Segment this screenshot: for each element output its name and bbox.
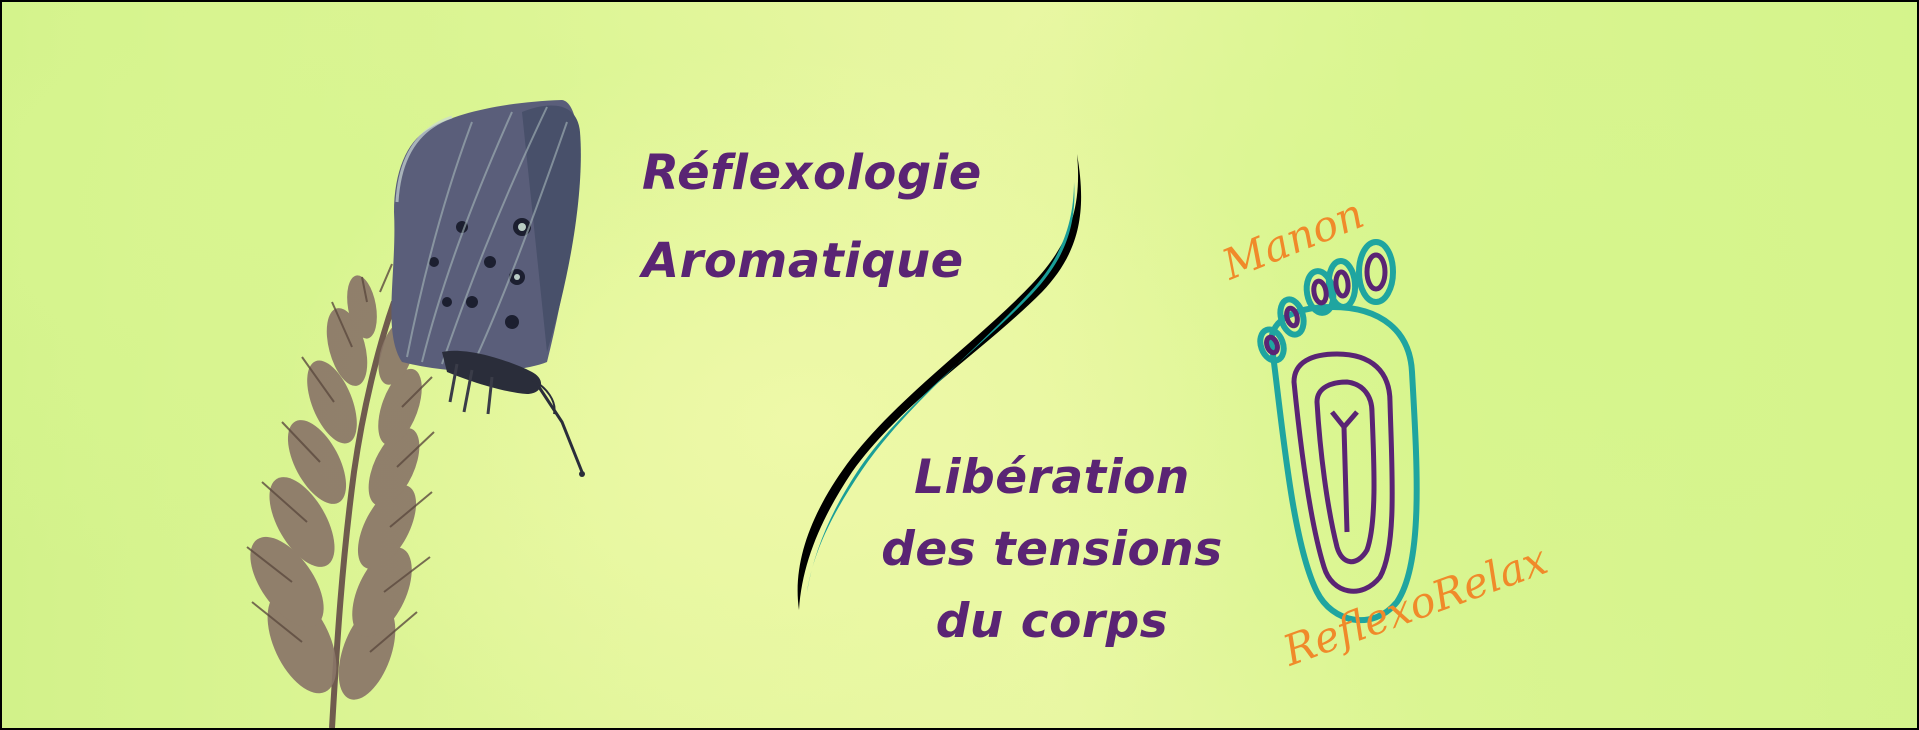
banner-title: Réflexologie Aromatique <box>642 145 1002 321</box>
title-line: Réflexologie <box>642 145 982 201</box>
grass-stem-icon <box>246 263 435 728</box>
subtitle-line: des tensions <box>881 522 1223 577</box>
banner-subtitle: Libération des tensions du corps <box>862 448 1242 664</box>
butterfly-icon <box>391 100 585 477</box>
subtitle-line: du corps <box>935 594 1169 649</box>
subtitle-line: Libération <box>914 450 1190 505</box>
title-line: Aromatique <box>642 233 964 289</box>
foot-logo-icon: Manon ReflexoRelax <box>1214 189 1554 676</box>
